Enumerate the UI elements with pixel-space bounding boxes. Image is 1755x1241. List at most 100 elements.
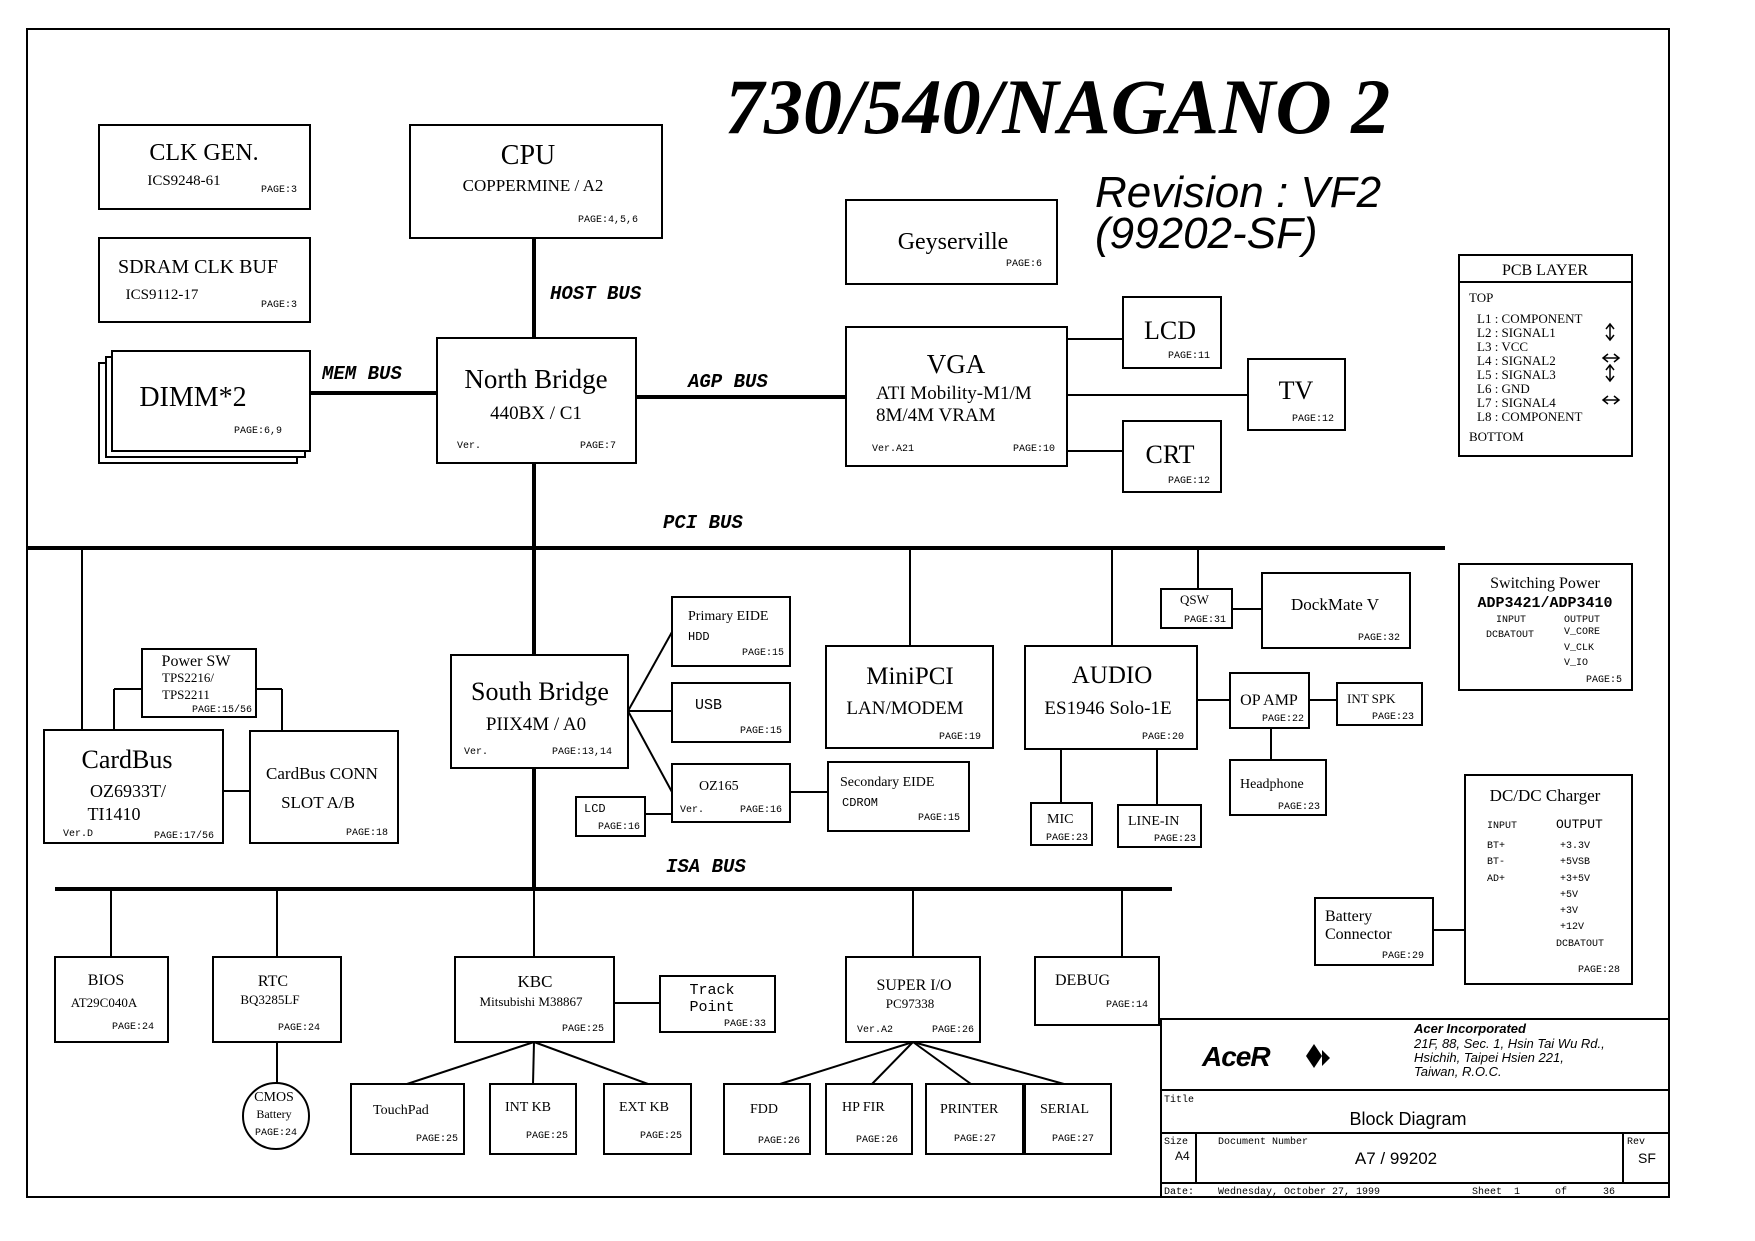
block-name: CardBus CONN <box>266 764 378 783</box>
ext-kb-block: EXT KB PAGE:25 <box>603 1083 692 1155</box>
acer-logo-icon <box>1306 1044 1330 1068</box>
sheet-total: 36 <box>1603 1187 1615 1198</box>
block-part: LAN/MODEM <box>846 698 963 719</box>
block-name: AUDIO <box>1072 662 1153 689</box>
line-in-block: LINE-IN PAGE:23 <box>1117 804 1202 848</box>
pcb-layer-l5: L5 : SIGNAL3 <box>1477 367 1556 382</box>
block-part: COPPERMINE / A2 <box>463 176 604 195</box>
sheet-value: 1 <box>1514 1187 1520 1198</box>
block-name: OZ165 <box>699 779 739 794</box>
size-label: Size <box>1164 1136 1188 1148</box>
page-ref: PAGE:16 <box>740 805 782 816</box>
pcb-layer-bottom: BOTTOM <box>1469 429 1524 444</box>
cpu-block: CPU COPPERMINE / A2 PAGE:4,5,6 <box>409 124 663 239</box>
cardbus-conn-block: CardBus CONN SLOT A/B PAGE:18 <box>249 730 399 844</box>
page-ref: PAGE:24 <box>112 1022 154 1033</box>
lcd-small-block: LCD PAGE:16 <box>575 796 646 837</box>
block-name: Primary EIDE <box>688 609 768 624</box>
dcdc-output-2: +3+5V <box>1560 874 1590 885</box>
block-name: Battery <box>1325 908 1372 925</box>
pcb-layer-l4: L4 : SIGNAL2 <box>1477 353 1556 368</box>
dcdc-output-1: +5VSB <box>1560 857 1590 868</box>
date-label: Date: <box>1164 1187 1194 1198</box>
qsw-block: QSW PAGE:31 <box>1160 588 1233 629</box>
page-ref: PAGE:24 <box>255 1128 297 1139</box>
page-ref: PAGE:13,14 <box>552 747 612 758</box>
bios-block: BIOS AT29C040A PAGE:24 <box>54 956 169 1043</box>
page-ref: PAGE:25 <box>416 1134 458 1145</box>
rev-label: Rev <box>1627 1137 1645 1148</box>
dcdc-input-0: BT+ <box>1487 841 1505 852</box>
dcdc-output-5: +12V <box>1560 922 1584 933</box>
sheet-label: Sheet <box>1472 1186 1502 1198</box>
cmos-battery-block: CMOS Battery PAGE:24 <box>242 1082 310 1150</box>
of-label: of <box>1555 1186 1567 1198</box>
block-name: CLK GEN. <box>149 140 258 166</box>
audio-block: AUDIO ES1946 Solo-1E PAGE:20 <box>1024 645 1198 750</box>
company-name: Acer Incorporated <box>1413 1021 1527 1036</box>
block-name: SDRAM CLK BUF <box>118 256 278 278</box>
pcb-layer-l7: L7 : SIGNAL4 <box>1477 395 1556 410</box>
version: Ver. <box>464 747 488 758</box>
block-name: Power SW <box>162 653 232 670</box>
pcb-layer-l8: L8 : COMPONENT <box>1477 409 1583 424</box>
page-ref: PAGE:23 <box>1046 833 1088 844</box>
fdd-block: FDD PAGE:26 <box>723 1083 811 1155</box>
page-ref: PAGE:16 <box>598 822 640 833</box>
block-part: SLOT A/B <box>281 793 355 812</box>
document-title: Block Diagram <box>1349 1109 1466 1129</box>
block-name: INT SPK <box>1347 691 1396 706</box>
oz165-block: OZ165 Ver. PAGE:16 <box>671 763 791 823</box>
page-ref: PAGE:15 <box>918 813 960 824</box>
document-number: A7 / 99202 <box>1355 1149 1437 1168</box>
page-ref: PAGE:25 <box>640 1131 682 1142</box>
switching-power-output-0: V_CORE <box>1564 627 1600 638</box>
dcdc-output-4: +3V <box>1560 906 1578 917</box>
dcdc-output-3: +5V <box>1560 890 1578 901</box>
block-part: CDROM <box>842 796 878 810</box>
page-ref: PAGE:26 <box>856 1135 898 1146</box>
sdram-clk-buf-block: SDRAM CLK BUF ICS9112-17 PAGE:3 <box>98 237 311 323</box>
size-value: A4 <box>1175 1149 1190 1163</box>
version: Ver.A2 <box>857 1025 893 1036</box>
switching-power-input: DCBATOUT <box>1486 630 1534 641</box>
block-name: EXT KB <box>619 1100 669 1115</box>
page-ref: PAGE:6,9 <box>234 426 282 437</box>
dcdc-input-1: BT- <box>1487 857 1505 868</box>
block-name: PRINTER <box>940 1102 999 1117</box>
page-ref: PAGE:17/56 <box>154 830 214 842</box>
mem-bus-label: MEM BUS <box>321 363 402 385</box>
switching-power-input-label: INPUT <box>1496 615 1526 626</box>
cardbus-block: CardBus OZ6933T/ TI1410 Ver.D PAGE:17/56 <box>43 729 224 844</box>
hp-fir-block: HP FIR PAGE:26 <box>825 1083 913 1155</box>
outer-border <box>26 28 1670 1198</box>
block-part: Battery <box>256 1107 291 1121</box>
clk-gen-block: CLK GEN. ICS9248-61 PAGE:3 <box>98 124 311 210</box>
kbc-block: KBC Mitsubishi M38867 PAGE:25 <box>454 956 615 1043</box>
company-address-1: 21F, 88, Sec. 1, Hsin Tai Wu Rd., <box>1413 1036 1605 1051</box>
block-name: CPU <box>501 140 555 171</box>
secondary-eide-block: Secondary EIDE CDROM PAGE:15 <box>827 761 970 832</box>
dcdc-input-label: INPUT <box>1487 821 1517 832</box>
company-address-3: Taiwan, R.O.C. <box>1414 1064 1502 1079</box>
int-kb-block: INT KB PAGE:25 <box>489 1083 577 1155</box>
block-name: VGA <box>927 349 986 379</box>
debug-block: DEBUG PAGE:14 <box>1034 956 1160 1026</box>
block-part: ES1946 Solo-1E <box>1044 698 1171 719</box>
block-name: SUPER I/O <box>876 977 951 994</box>
switching-power-title: Switching Power <box>1490 575 1600 592</box>
page-ref: PAGE:27 <box>954 1134 996 1145</box>
date-value: Wednesday, October 27, 1999 <box>1218 1186 1380 1198</box>
geyserville-block: Geyserville PAGE:6 <box>845 199 1058 285</box>
block-name: CRT <box>1145 440 1194 469</box>
lcd-block: LCD PAGE:11 <box>1122 296 1222 369</box>
page-ref: PAGE:19 <box>939 732 981 743</box>
page-ref: PAGE:29 <box>1382 951 1424 962</box>
page-ref: PAGE:18 <box>346 828 388 839</box>
pcb-layer-box: PCB LAYER TOP L1 : COMPONENT L2 : SIGNAL… <box>1458 254 1633 457</box>
vga-block: VGA ATI Mobility-M1/M 8M/4M VRAM Ver.A21… <box>845 326 1068 467</box>
rtc-block: RTC BQ3285LF PAGE:24 <box>212 956 342 1043</box>
touchpad-block: TouchPad PAGE:25 <box>350 1083 465 1155</box>
page-ref: PAGE:23 <box>1278 802 1320 813</box>
mic-block: MIC PAGE:23 <box>1030 802 1093 846</box>
